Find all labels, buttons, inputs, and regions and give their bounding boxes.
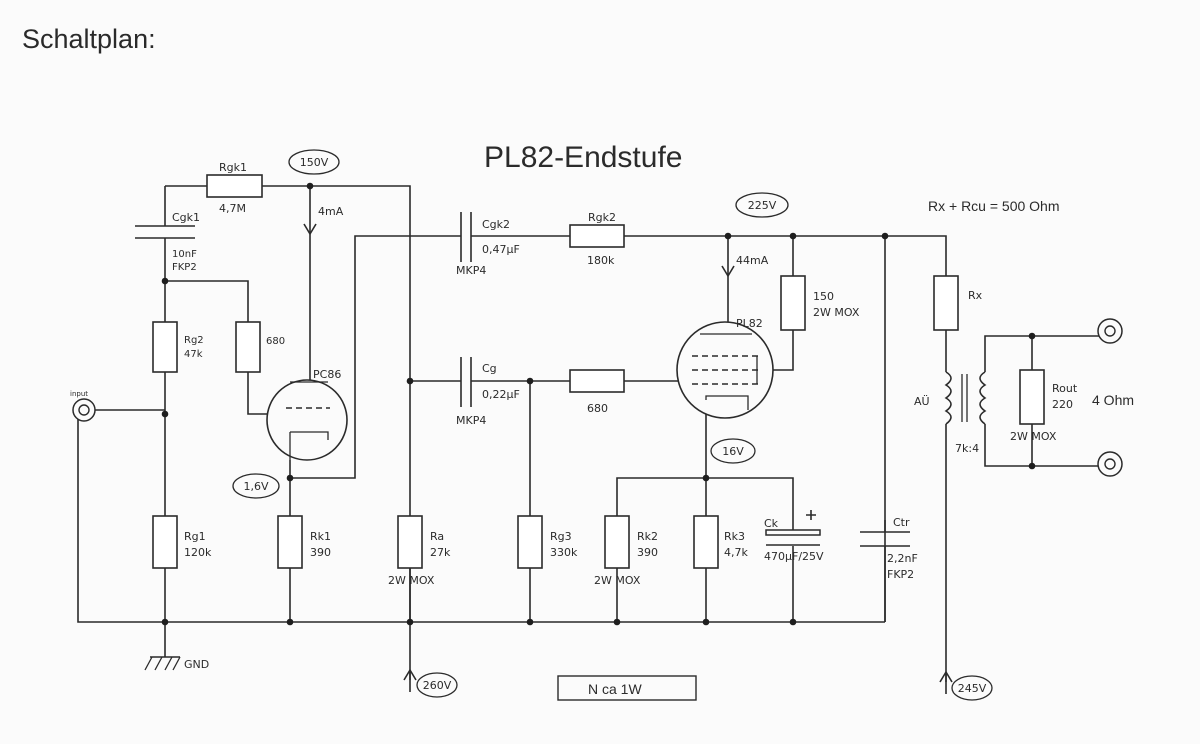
- svg-text:470µF/25V: 470µF/25V: [764, 550, 824, 563]
- svg-text:2W MOX: 2W MOX: [1010, 430, 1057, 443]
- resistor-rgk1: Rgk1 4,7M: [206, 161, 263, 215]
- resistor-rk3: Rk3 4,7k: [693, 515, 748, 569]
- svg-text:PL82: PL82: [736, 317, 763, 330]
- svg-text:120k: 120k: [184, 546, 212, 559]
- svg-text:220: 220: [1052, 398, 1073, 411]
- svg-text:2W MOX: 2W MOX: [813, 306, 860, 319]
- svg-text:2W MOX: 2W MOX: [594, 574, 641, 587]
- output-terminal-bottom: [1097, 451, 1123, 477]
- resistor-ra: Ra 27k 2W MOX: [388, 515, 451, 587]
- capacitor-cgk2: Cgk2 0,47µF MKP4: [456, 212, 520, 277]
- svg-text:10nF: 10nF: [172, 249, 197, 260]
- svg-text:44mA: 44mA: [736, 254, 769, 267]
- voltage-marker-16v: 16V: [710, 438, 756, 464]
- svg-text:16V: 16V: [722, 445, 744, 458]
- junction-dots: [161, 182, 1036, 626]
- resistor-rgk2: Rgk2 180k: [569, 211, 625, 267]
- tube-pl82: PL82: [676, 317, 774, 419]
- formula-note: Rx + Rcu = 500 Ohm: [928, 198, 1060, 214]
- svg-text:Rx: Rx: [968, 289, 983, 302]
- svg-text:Rk1: Rk1: [310, 530, 331, 543]
- resistor-rout: Rout 220 2W MOX 4 Ohm: [1010, 369, 1134, 443]
- svg-text:FKP2: FKP2: [887, 568, 914, 581]
- svg-text:Ra: Ra: [430, 530, 444, 543]
- svg-text:Ctr: Ctr: [893, 516, 910, 529]
- svg-text:MKP4: MKP4: [456, 264, 486, 277]
- output-transformer: AÜ 7k:4: [914, 371, 987, 455]
- svg-text:Cg: Cg: [482, 362, 497, 375]
- svg-text:260V: 260V: [423, 679, 452, 692]
- svg-text:4,7k: 4,7k: [724, 546, 748, 559]
- resistor-rk1: Rk1 390: [277, 515, 331, 569]
- svg-text:245V: 245V: [958, 682, 987, 695]
- output-terminal-top: [1097, 318, 1123, 344]
- svg-text:Cgk1: Cgk1: [172, 211, 200, 224]
- svg-text:Rk3: Rk3: [724, 530, 745, 543]
- voltage-marker-225v: 225V: [735, 192, 789, 218]
- svg-text:MKP4: MKP4: [456, 414, 486, 427]
- page-heading: Schaltplan:: [22, 24, 156, 54]
- svg-text:225V: 225V: [748, 199, 777, 212]
- input-terminal: input: [70, 390, 96, 422]
- resistor-rk2: Rk2 390 2W MOX: [594, 515, 658, 587]
- diagram-title: PL82-Endstufe: [484, 141, 682, 174]
- capacitor-ctr: Ctr 2,2nF FKP2: [860, 516, 918, 581]
- capacitor-ck: Ck 470µF/25V: [764, 510, 824, 563]
- svg-text:390: 390: [637, 546, 658, 559]
- voltage-marker-150v: 150V: [288, 149, 340, 175]
- svg-text:0,22µF: 0,22µF: [482, 388, 520, 401]
- output-power-label: N ca 1W: [588, 681, 642, 697]
- svg-text:input: input: [70, 390, 88, 398]
- svg-text:Rg1: Rg1: [184, 530, 206, 543]
- svg-text:Rgk2: Rgk2: [588, 211, 616, 224]
- svg-text:Rk2: Rk2: [637, 530, 658, 543]
- svg-text:AÜ: AÜ: [914, 395, 930, 408]
- voltage-marker-260v: 260V: [403, 668, 458, 698]
- svg-text:390: 390: [310, 546, 331, 559]
- resistor-150: 150 2W MOX: [780, 275, 860, 331]
- voltage-marker-1-6v: 1,6V: [232, 473, 280, 499]
- svg-text:Rout: Rout: [1052, 382, 1078, 395]
- capacitor-cgk1: Cgk1 10nF FKP2: [135, 211, 200, 273]
- svg-text:Rgk1: Rgk1: [219, 161, 247, 174]
- svg-text:680: 680: [587, 402, 608, 415]
- output-power-box: N ca 1W: [557, 675, 697, 701]
- svg-text:150V: 150V: [300, 156, 329, 169]
- svg-text:GND: GND: [184, 658, 209, 671]
- svg-text:FKP2: FKP2: [172, 262, 197, 273]
- svg-text:180k: 180k: [587, 254, 615, 267]
- svg-text:Ck: Ck: [764, 517, 779, 530]
- svg-text:0,47µF: 0,47µF: [482, 243, 520, 256]
- resistor-680-pc86: 680: [235, 321, 285, 373]
- resistor-rx: Rx: [933, 275, 983, 331]
- capacitor-cg: Cg 0,22µF MKP4: [456, 357, 520, 427]
- svg-text:330k: 330k: [550, 546, 578, 559]
- svg-text:2,2nF: 2,2nF: [887, 552, 918, 565]
- wires: [77, 185, 1108, 682]
- svg-text:1,6V: 1,6V: [243, 480, 268, 493]
- svg-text:PC86: PC86: [313, 368, 341, 381]
- resistor-rg3: Rg3 330k: [517, 515, 578, 569]
- svg-text:7k:4: 7k:4: [955, 442, 979, 455]
- resistor-rg2: Rg2 47k: [152, 321, 204, 373]
- svg-text:Cgk2: Cgk2: [482, 218, 510, 231]
- svg-text:4,7M: 4,7M: [219, 202, 246, 215]
- svg-text:Rg3: Rg3: [550, 530, 572, 543]
- ground-symbol: GND: [144, 656, 209, 671]
- svg-text:4 Ohm: 4 Ohm: [1092, 392, 1134, 408]
- svg-text:680: 680: [266, 336, 285, 347]
- voltage-marker-245v: 245V: [939, 670, 993, 701]
- svg-text:Rg2: Rg2: [184, 335, 204, 346]
- svg-text:2W MOX: 2W MOX: [388, 574, 435, 587]
- resistor-rg1: Rg1 120k: [152, 515, 212, 569]
- resistor-680-pl82: 680: [569, 369, 625, 415]
- tube-pc86: PC86: [266, 368, 348, 461]
- svg-text:150: 150: [813, 290, 834, 303]
- svg-text:27k: 27k: [430, 546, 451, 559]
- svg-text:47k: 47k: [184, 349, 203, 360]
- current-arrow-4ma: 4mA: [303, 205, 344, 236]
- current-arrow-44ma: 44mA: [721, 254, 769, 278]
- svg-text:4mA: 4mA: [318, 205, 344, 218]
